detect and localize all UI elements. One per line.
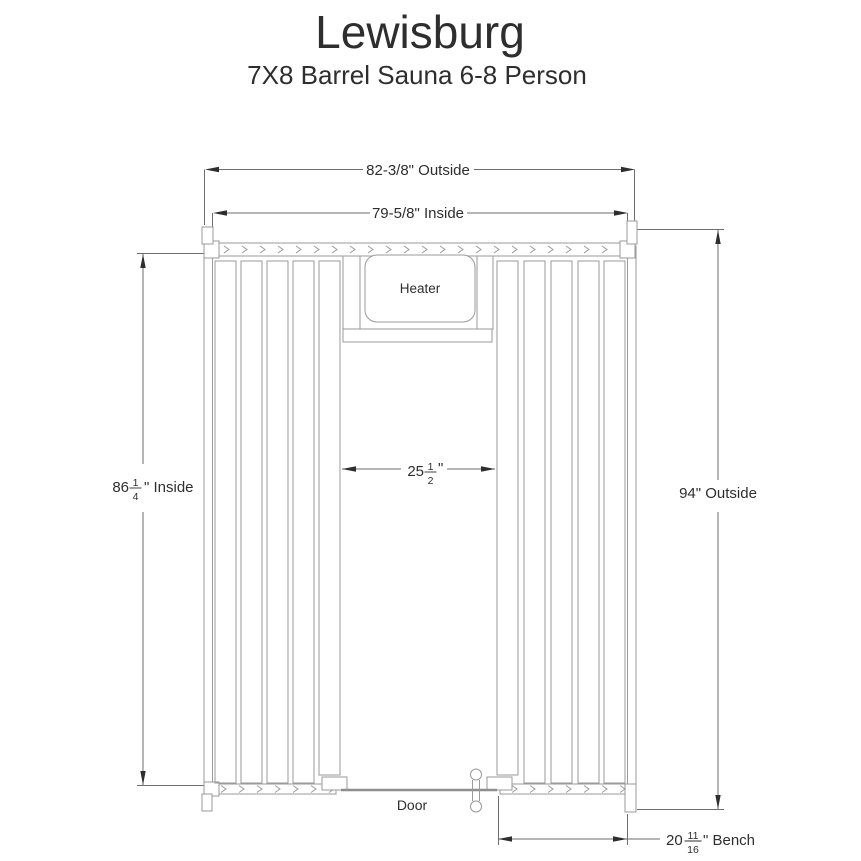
stave-notch (310, 785, 317, 793)
heater-outline (364, 254, 476, 323)
dim-top-outside: 82-3/8" Outside (205, 162, 635, 179)
bench-board (550, 260, 573, 784)
dim-door-width-whole: 25 (407, 463, 424, 480)
stave-notch (367, 245, 374, 254)
bench-board (292, 260, 315, 784)
dim-left-inside-label: 86 1 4 " Inside (112, 477, 193, 503)
bench-board (523, 260, 546, 784)
dim-left-inside: 86 1 4 " Inside (112, 254, 194, 785)
door-handle-knob-top (470, 768, 482, 781)
dim-bench-depth-denominator: 16 (687, 844, 699, 856)
right-bench-boards (496, 260, 626, 784)
dim-left-inside-denominator: 4 (133, 491, 139, 503)
stave-notch (295, 245, 302, 254)
dim-bench-depth: 20 11 16 " Bench (498, 830, 755, 856)
heater-label: Heater (400, 281, 441, 296)
stave-notch (274, 785, 281, 793)
corner-tab-bottom-right (624, 783, 637, 813)
stave-notch (238, 785, 245, 793)
bench-board (214, 260, 237, 784)
bench-board (318, 260, 341, 776)
dim-bench-depth-label: 20 11 16 " Bench (666, 830, 755, 856)
stave-notch (619, 785, 626, 793)
stave-notch (421, 245, 428, 254)
stave-notch (565, 245, 572, 254)
stave-notch (529, 245, 536, 254)
left-wall (203, 245, 213, 793)
dim-bench-depth-whole: 20 (666, 832, 683, 849)
bench-board (240, 260, 263, 784)
stave-notch (223, 245, 230, 254)
door-jamb-cap-right (486, 776, 513, 791)
dim-bench-depth-numerator: 11 (688, 830, 699, 842)
dim-door-width-numerator: 1 (428, 461, 434, 473)
bench-board (266, 260, 289, 784)
stave-notch (292, 785, 299, 793)
heater-guard-rail (342, 328, 493, 343)
stave-notch (601, 785, 608, 793)
corner-tab-top-left (201, 226, 214, 245)
stave-notch (511, 245, 518, 254)
page-subtitle: 7X8 Barrel Sauna 6-8 Person (247, 60, 587, 90)
stave-notch (547, 785, 554, 793)
stave-notch (511, 785, 518, 793)
corner-tab-top-right (626, 220, 638, 245)
bench-board (496, 260, 519, 776)
stave-notch (277, 245, 284, 254)
left-bench-boards (214, 260, 341, 784)
stave-notch (439, 245, 446, 254)
stave-notch (529, 785, 536, 793)
dim-door-width-denominator: 2 (428, 475, 434, 487)
stave-notch (493, 245, 500, 254)
dim-left-inside-numerator: 1 (133, 477, 139, 489)
stave-notch (547, 245, 554, 254)
dim-right-outside-label: 94" Outside (679, 485, 757, 502)
heater: Heater (364, 254, 476, 323)
door: Door (341, 768, 497, 813)
dim-door-width-suffix: " (438, 460, 443, 477)
stave-notch (331, 245, 338, 254)
stave-notch (385, 245, 392, 254)
dim-top-inside-label: 79-5/8" Inside (372, 205, 464, 222)
dim-right-outside: 94" Outside (679, 230, 757, 809)
stave-notch (259, 245, 266, 254)
right-wall (627, 245, 637, 793)
front-wall-right (499, 783, 631, 795)
stave-notch (583, 785, 590, 793)
sauna-structure (201, 220, 638, 813)
stave-notch (349, 245, 356, 254)
stave-notch (475, 245, 482, 254)
stave-notch (313, 245, 320, 254)
dim-bench-depth-suffix: " Bench (703, 832, 755, 849)
stave-notch (583, 245, 590, 254)
dim-top-outside-label: 82-3/8" Outside (366, 162, 470, 179)
door-jamb-cap-left (321, 776, 348, 791)
door-handle-knob-bottom (470, 800, 482, 813)
dim-left-inside-suffix: " Inside (144, 479, 194, 496)
bench-board (577, 260, 600, 784)
door-label: Door (397, 797, 428, 813)
dim-left-inside-whole: 86 (112, 479, 129, 496)
corner-tab-bottom-left (201, 793, 213, 812)
stave-notch (220, 785, 227, 793)
heater-guard-post-left (342, 255, 361, 330)
stave-notch (403, 245, 410, 254)
dim-door-width-label: 25 1 2 " (407, 460, 443, 487)
stave-notch (457, 245, 464, 254)
dim-top-inside: 79-5/8" Inside (213, 205, 628, 222)
stave-notch (256, 785, 263, 793)
bench-board (603, 260, 626, 784)
page-title: Lewisburg (315, 6, 525, 58)
stave-joint-notches (220, 245, 626, 793)
dim-door-width: 25 1 2 " (342, 460, 495, 487)
extension-lines (137, 169, 724, 845)
stave-notch (241, 245, 248, 254)
stave-notch (565, 785, 572, 793)
stave-notch (601, 245, 608, 254)
heater-guard-post-right (476, 255, 494, 330)
